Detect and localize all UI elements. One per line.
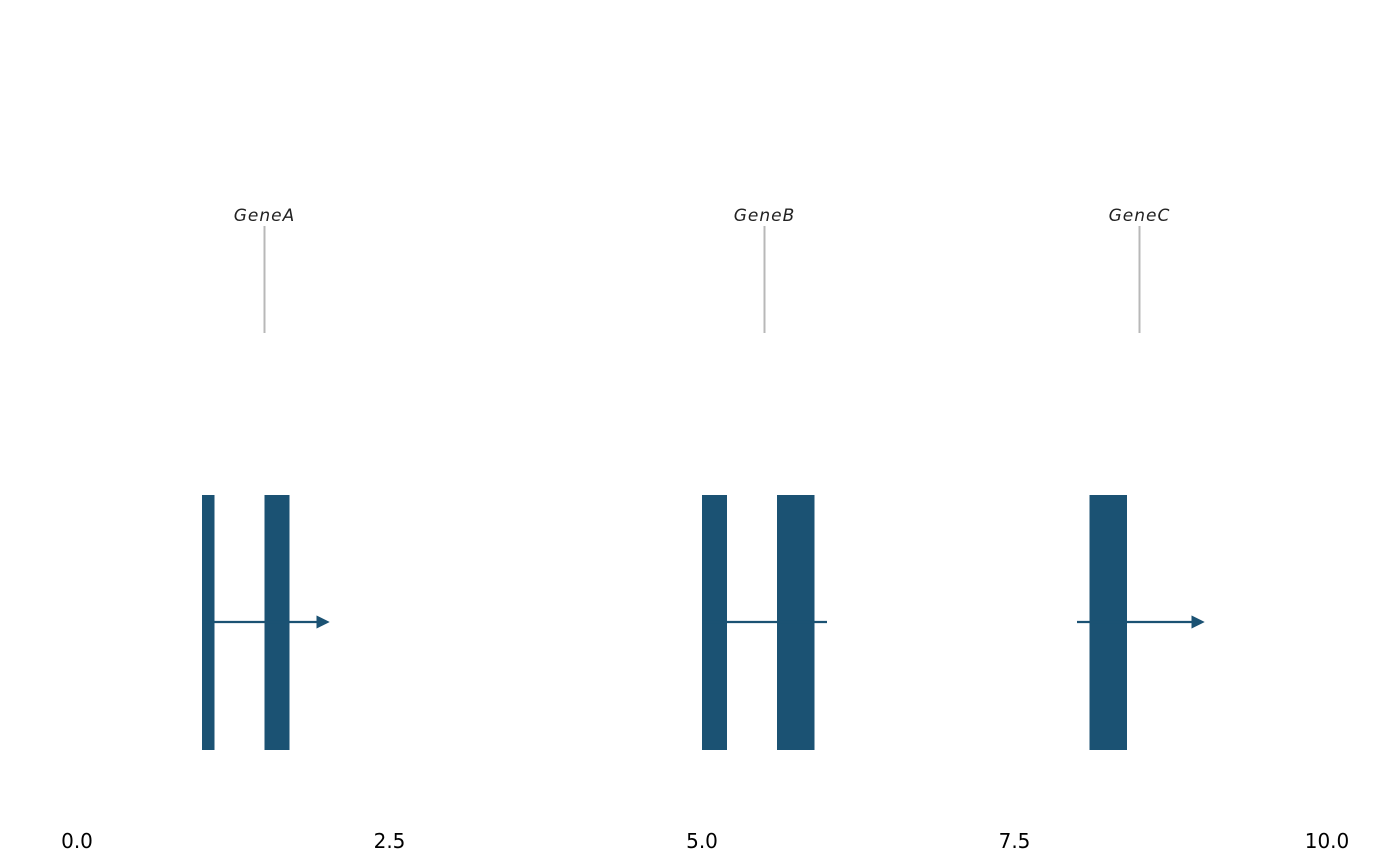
x-tick-label: 10.0 (1305, 829, 1350, 853)
gene-label: GeneB (734, 206, 796, 226)
x-axis: 0.0 2.5 5.0 7.5 10.0 (61, 829, 1349, 853)
x-tick-label: 5.0 (686, 829, 718, 853)
gene-label-layer: GeneA GeneB GeneC (234, 206, 1171, 333)
x-tick-label: 0.0 (61, 829, 93, 853)
gene-label: GeneC (1109, 206, 1171, 226)
gene-label: GeneA (234, 206, 296, 226)
exon-layer (202, 495, 1127, 750)
x-tick-label: 7.5 (999, 829, 1031, 853)
x-tick-label: 2.5 (374, 829, 406, 853)
